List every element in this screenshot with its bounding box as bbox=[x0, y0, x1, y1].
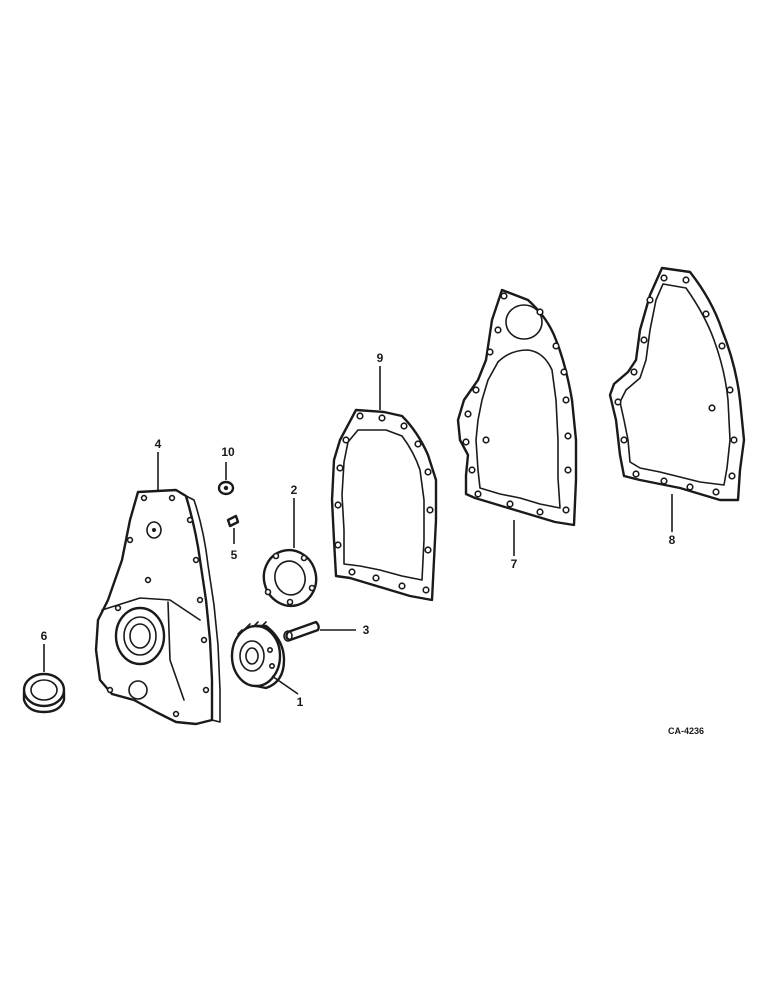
callout-labels: 1 2 3 4 5 6 7 8 9 10 bbox=[41, 351, 676, 709]
part-5-dowel bbox=[226, 514, 240, 528]
leader-lines bbox=[43, 366, 673, 695]
callout-2: 2 bbox=[291, 483, 298, 497]
part-2-thrust-plate bbox=[262, 548, 318, 608]
callout-5: 5 bbox=[231, 548, 238, 562]
part-8-gasket bbox=[608, 266, 746, 502]
part-10-plug bbox=[217, 480, 235, 496]
callout-4: 4 bbox=[155, 437, 162, 451]
callout-7: 7 bbox=[511, 557, 518, 571]
callout-1: 1 bbox=[297, 695, 304, 709]
part-9-gasket bbox=[330, 408, 438, 602]
callout-9: 9 bbox=[377, 351, 384, 365]
part-6-seal bbox=[22, 672, 66, 714]
part-3-shaft bbox=[283, 620, 320, 642]
part-1-gear bbox=[230, 621, 286, 690]
reference-code: CA-4236 bbox=[668, 726, 704, 736]
part-7-gasket bbox=[456, 288, 578, 527]
callout-3: 3 bbox=[363, 623, 370, 637]
part-4-gear-cover bbox=[94, 488, 221, 726]
callout-6: 6 bbox=[41, 629, 48, 643]
callout-8: 8 bbox=[669, 533, 676, 547]
callout-10: 10 bbox=[221, 445, 235, 459]
